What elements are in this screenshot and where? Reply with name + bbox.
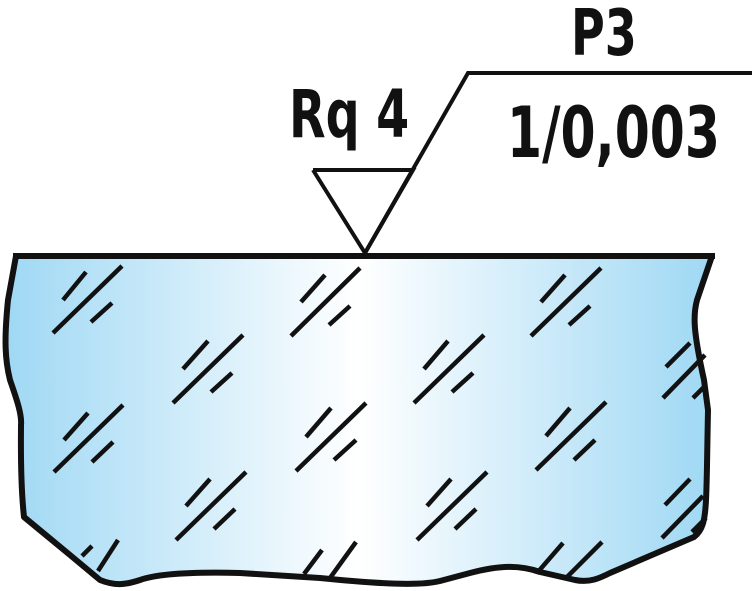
surface-symbol-triangle: [311, 168, 417, 257]
roughness-label: Rq 4: [289, 76, 410, 153]
defect-spec-label: 1/0,003: [507, 92, 720, 174]
surface-symbol-leader: [363, 71, 752, 254]
glass-hatch-marks: [51, 264, 708, 580]
glass-body: [2, 253, 715, 588]
polish-grade-label: P3: [571, 0, 637, 71]
